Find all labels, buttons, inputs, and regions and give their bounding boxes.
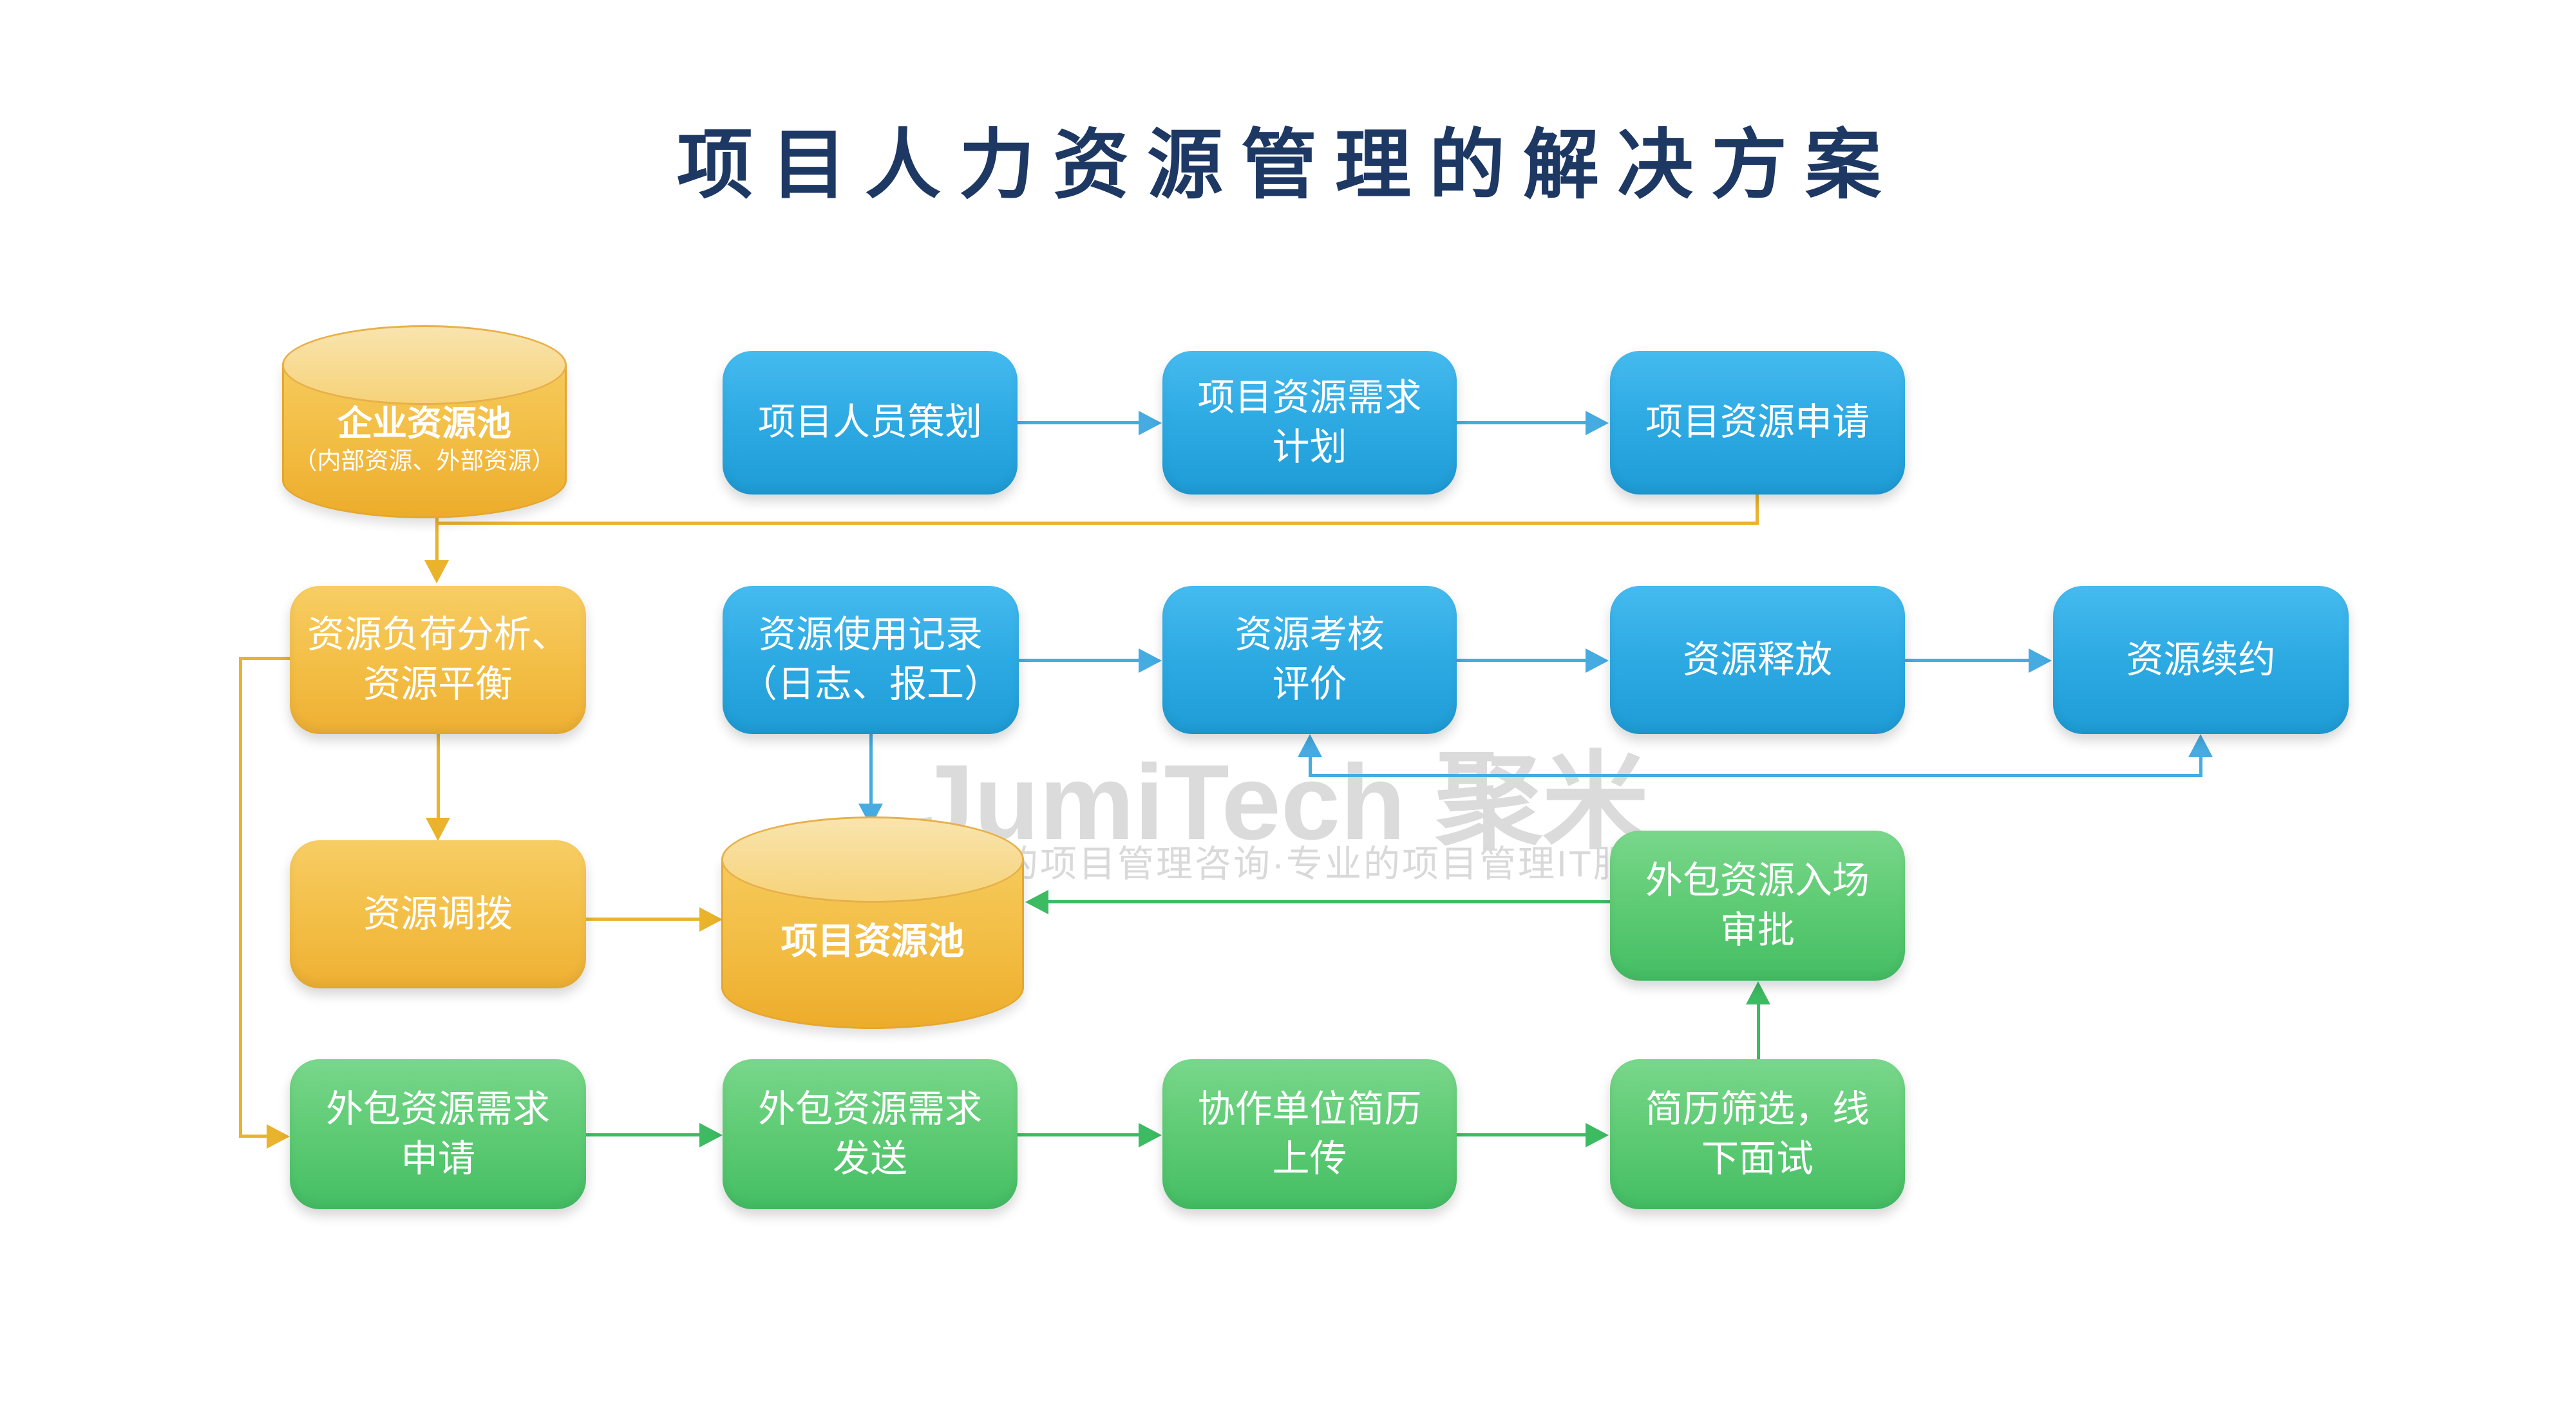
arrowhead-into-assessment: [1139, 648, 1162, 673]
enterprise-pool-label: 企业资源池: [282, 395, 567, 446]
node-project-resource-pool: 项目资源池: [721, 816, 1024, 1029]
arrowhead-into-apply: [1586, 411, 1609, 435]
node-resource-demand-plan: 项目资源需求 计划: [1162, 351, 1457, 495]
watermark-brand: JumiTech 聚米: [914, 743, 1649, 862]
enterprise-pool-sublabel: （内部资源、外部资源）: [293, 448, 556, 474]
node-release: 资源释放: [1610, 586, 1905, 734]
connector-outsend-to-upload: [1018, 1133, 1140, 1136]
connector-left-loop-top: [239, 657, 290, 660]
node-outsource-apply: 外包资源需求 申请: [290, 1059, 586, 1209]
page-title: 项目人力资源管理的解决方案: [676, 123, 1899, 208]
arrowhead-into-upload: [1139, 1123, 1162, 1147]
arrowhead-into-entryapproval-bottom: [1746, 981, 1770, 1004]
watermark-tagline: 卓越的项目管理咨询·专业的项目管理IT服务: [924, 843, 1671, 885]
node-resume-screening: 简历筛选，线 下面试: [1610, 1059, 1905, 1209]
arrowhead-into-assessment-bottom: [1298, 734, 1322, 757]
node-usage-record: 资源使用记录 （日志、报工）: [723, 586, 1019, 734]
connector-assessment-to-release: [1457, 659, 1587, 662]
connector-left-loop-bottom: [239, 1135, 268, 1138]
node-resource-apply: 项目资源申请: [1610, 351, 1905, 495]
connector-enterprise-to-load-vertical: [435, 514, 439, 560]
connector-apply-down: [1756, 495, 1759, 525]
connector-usage-to-assessment: [1019, 659, 1140, 662]
arrowhead-into-allocation: [426, 818, 450, 841]
node-allocation: 资源调拨: [290, 840, 586, 988]
connector-apply-branch-horizontal: [435, 522, 1759, 525]
arrowhead-into-outsource-apply: [267, 1124, 290, 1149]
connector-demandplan-to-apply: [1457, 421, 1587, 424]
connector-usage-to-projectpool: [869, 734, 873, 805]
arrowhead-into-release: [1586, 648, 1609, 673]
arrowhead-into-screening: [1586, 1123, 1609, 1147]
connector-planning-to-demandplan: [1018, 421, 1140, 424]
node-outsource-send: 外包资源需求 发送: [723, 1059, 1018, 1209]
connector-left-loop-vertical: [239, 657, 242, 1138]
project-pool-top-ellipse: [721, 816, 1024, 903]
arrowhead-into-renewal: [2029, 648, 2052, 673]
node-renewal: 资源续约: [2053, 586, 2349, 734]
connector-upload-to-screening: [1457, 1133, 1587, 1136]
node-enterprise-resource-pool: 企业资源池 （内部资源、外部资源）: [282, 325, 567, 518]
connector-feedback-horizontal: [1309, 774, 2202, 777]
arrowhead-into-outsend: [699, 1123, 723, 1147]
project-pool-label: 项目资源池: [781, 921, 965, 962]
connector-load-to-allocation: [437, 734, 440, 818]
node-assessment: 资源考核 评价: [1162, 586, 1457, 734]
arrowhead-into-demandplan: [1139, 411, 1162, 435]
connector-feedback-right-vertical: [2199, 755, 2202, 775]
connector-entryapproval-to-projectpool: [1047, 900, 1610, 903]
connector-outapply-to-outsend: [586, 1133, 701, 1136]
node-personnel-planning: 项目人员策划: [723, 351, 1018, 495]
arrowhead-into-load-analysis: [424, 560, 449, 583]
arrowhead-into-projectpool-right: [1025, 890, 1048, 914]
node-entry-approval: 外包资源入场 审批: [1610, 831, 1905, 981]
enterprise-pool-label-text: 企业资源池: [337, 404, 511, 443]
connector-allocation-to-pool: [586, 918, 702, 921]
node-partner-resume-upload: 协作单位简历 上传: [1162, 1059, 1457, 1209]
arrowhead-into-project-pool-left: [699, 907, 723, 932]
node-load-analysis: 资源负荷分析、 资源平衡: [290, 586, 586, 734]
arrowhead-into-renewal-bottom: [2188, 734, 2213, 757]
connector-feedback-left-vertical: [1309, 755, 1312, 775]
connector-screening-to-entryapproval: [1757, 1002, 1760, 1059]
connector-release-to-renewal: [1905, 659, 2030, 662]
enterprise-pool-top-ellipse: [282, 325, 567, 405]
